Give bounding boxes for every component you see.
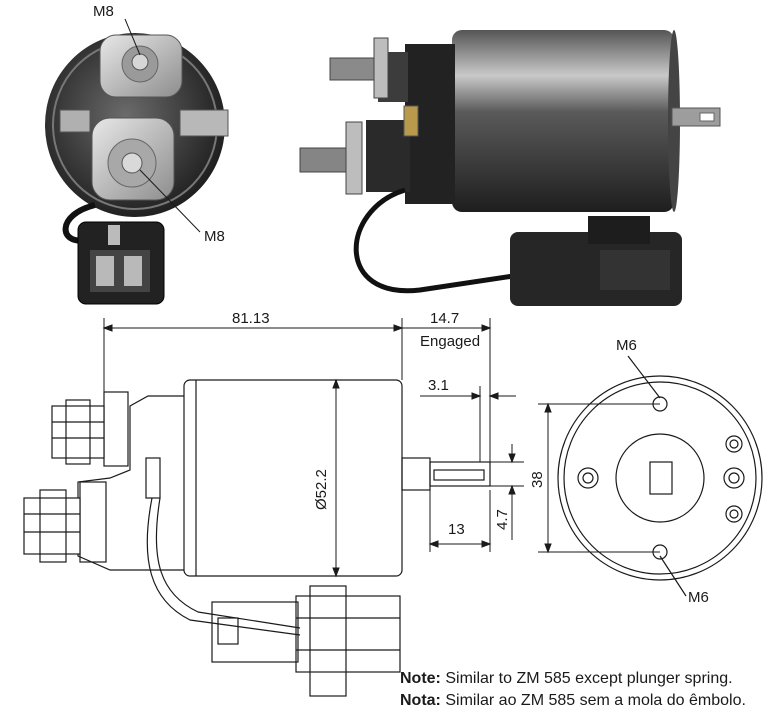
leader-line [139,169,201,233]
dim-length: 81.13 [232,310,270,327]
dim-mount-spacing: 38 [529,471,546,488]
photo-label-side-stud: M8 [204,228,225,245]
note-portuguese: Nota: Similar ao ZM 585 sem a mola do êm… [400,691,746,711]
note-text: Similar ao ZM 585 sem a mola do êmbolo. [440,692,746,709]
note-label: Note: [400,670,441,687]
dim-tab-length: 13 [448,521,465,538]
end-view-label-top: M6 [616,337,637,354]
front-photo [45,33,229,305]
dim-diameter: Ø52.2 [313,469,330,510]
dim-travel-note: Engaged [420,333,480,350]
leader-line [124,18,141,56]
note-label: Nota: [400,692,441,709]
end-view [557,355,763,597]
photo-label-top-stud: M8 [93,3,114,20]
dim-tab-thickness: 3.1 [428,377,449,394]
dim-tab-offset: 4.7 [494,509,511,530]
side-drawing [23,379,491,697]
side-photo [299,30,721,306]
end-view-label-bottom: M6 [688,589,709,606]
dim-travel: 14.7 [430,310,459,327]
note-text: Similar to ZM 585 except plunger spring. [440,670,733,687]
note-english: Note: Similar to ZM 585 except plunger s… [400,669,733,689]
